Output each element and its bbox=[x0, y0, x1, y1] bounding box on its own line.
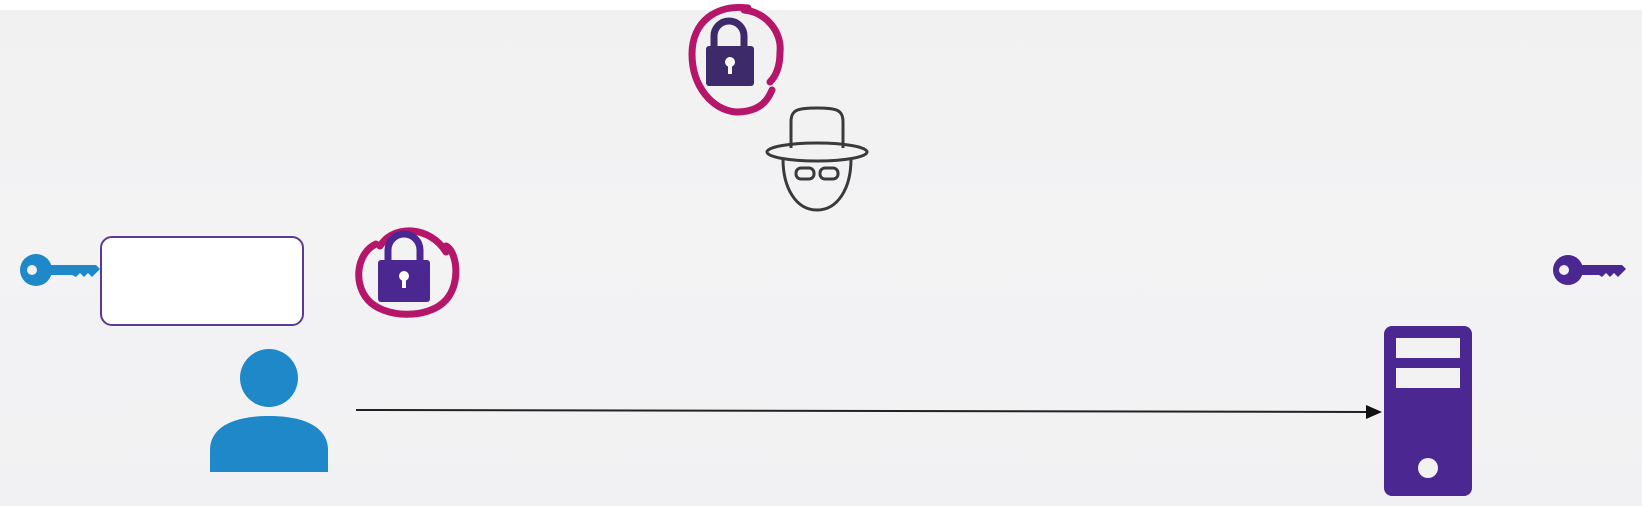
connection-arrow bbox=[355, 405, 1382, 419]
hacker-icon bbox=[765, 106, 869, 212]
lock-near-attacker-icon bbox=[688, 3, 784, 116]
user-icon bbox=[210, 349, 328, 472]
lock-near-client-icon bbox=[355, 227, 460, 318]
client-key-icon bbox=[20, 254, 100, 286]
server-key-icon bbox=[1553, 255, 1626, 285]
message-box bbox=[100, 236, 304, 326]
server-tower-icon bbox=[1384, 326, 1472, 496]
